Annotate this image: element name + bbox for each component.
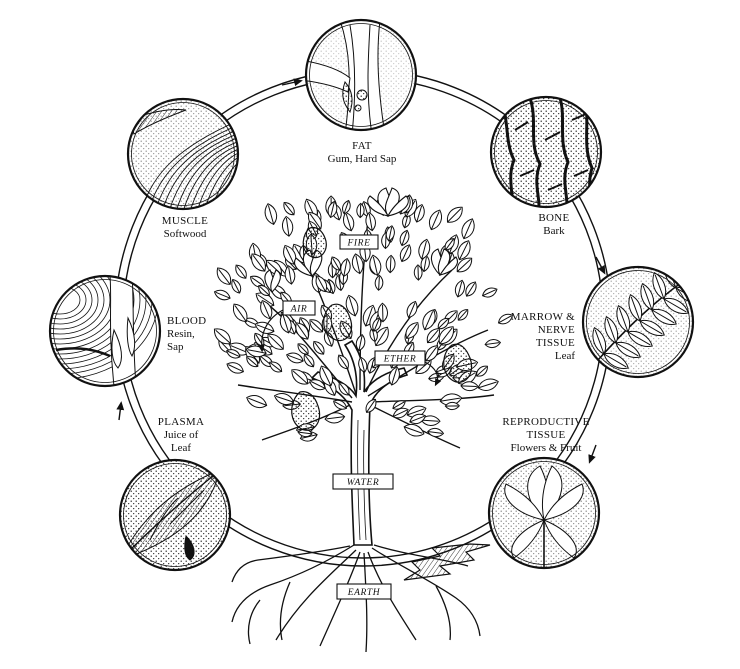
caption-fat-sub: Gum, Hard Sap [328,153,397,165]
svg-text:EARTH: EARTH [347,588,381,598]
tree-blossoms [264,187,458,293]
caption-reproductive-sub: Flowers & Fruit [511,442,582,454]
element-label-water: WATER [332,473,394,490]
caption-plasma-sub-1: Juice of [164,429,199,441]
medallion-bone [489,95,603,209]
element-label-fire: FIRE [339,234,379,250]
caption-bone-title: BONE [538,212,569,224]
caption-blood-sub-2: Sap [167,341,184,353]
element-label-air: AIR [258,300,316,353]
tree-fruits [291,226,473,431]
caption-bone-sub: Bark [543,225,565,237]
caption-marrow-title-2: NERVE [538,324,575,336]
caption-marrow-sub: Leaf [555,350,575,362]
medallion-blood [48,274,162,388]
svg-text:WATER: WATER [347,478,380,488]
caption-marrow-title-1: MARROW & [511,311,575,323]
caption-plasma-title: PLASMA [158,416,204,428]
caption-blood-title: BLOOD [167,315,206,327]
medallion-muscle [126,97,240,211]
medallion-plasma [118,458,232,572]
lightning-bolt [403,543,491,581]
medallion-fat [304,18,418,132]
medallion-reproductive [487,456,601,570]
ring-direction-arrows [116,78,606,464]
svg-text:ETHER: ETHER [383,355,417,365]
svg-text:FIRE: FIRE [347,239,371,249]
caption-muscle: MUSCLE Softwood [162,215,208,240]
caption-blood: BLOOD Resin, Sap [167,315,206,353]
element-label-earth: EARTH [336,583,392,600]
caption-plasma: PLASMA Juice of Leaf [158,416,204,454]
element-label-ether: ETHER [374,350,442,387]
caption-muscle-sub: Softwood [164,228,207,240]
caption-bone: BONE Bark [538,212,569,237]
caption-blood-sub-1: Resin, [167,328,195,340]
tree-illustration [213,187,513,653]
caption-marrow: MARROW & NERVE TISSUE Leaf [511,311,576,362]
caption-reproductive-title-1: REPRODUCTIVE [502,416,589,428]
caption-fat-title: FAT [352,140,372,152]
caption-reproductive-title-2: TISSUE [526,429,565,441]
svg-text:AIR: AIR [290,305,308,315]
caption-marrow-title-3: TISSUE [536,337,575,349]
caption-plasma-sub-2: Leaf [171,442,191,454]
caption-muscle-title: MUSCLE [162,215,208,227]
caption-fat: FAT Gum, Hard Sap [328,140,397,165]
caption-reproductive: REPRODUCTIVE TISSUE Flowers & Fruit [502,416,589,454]
